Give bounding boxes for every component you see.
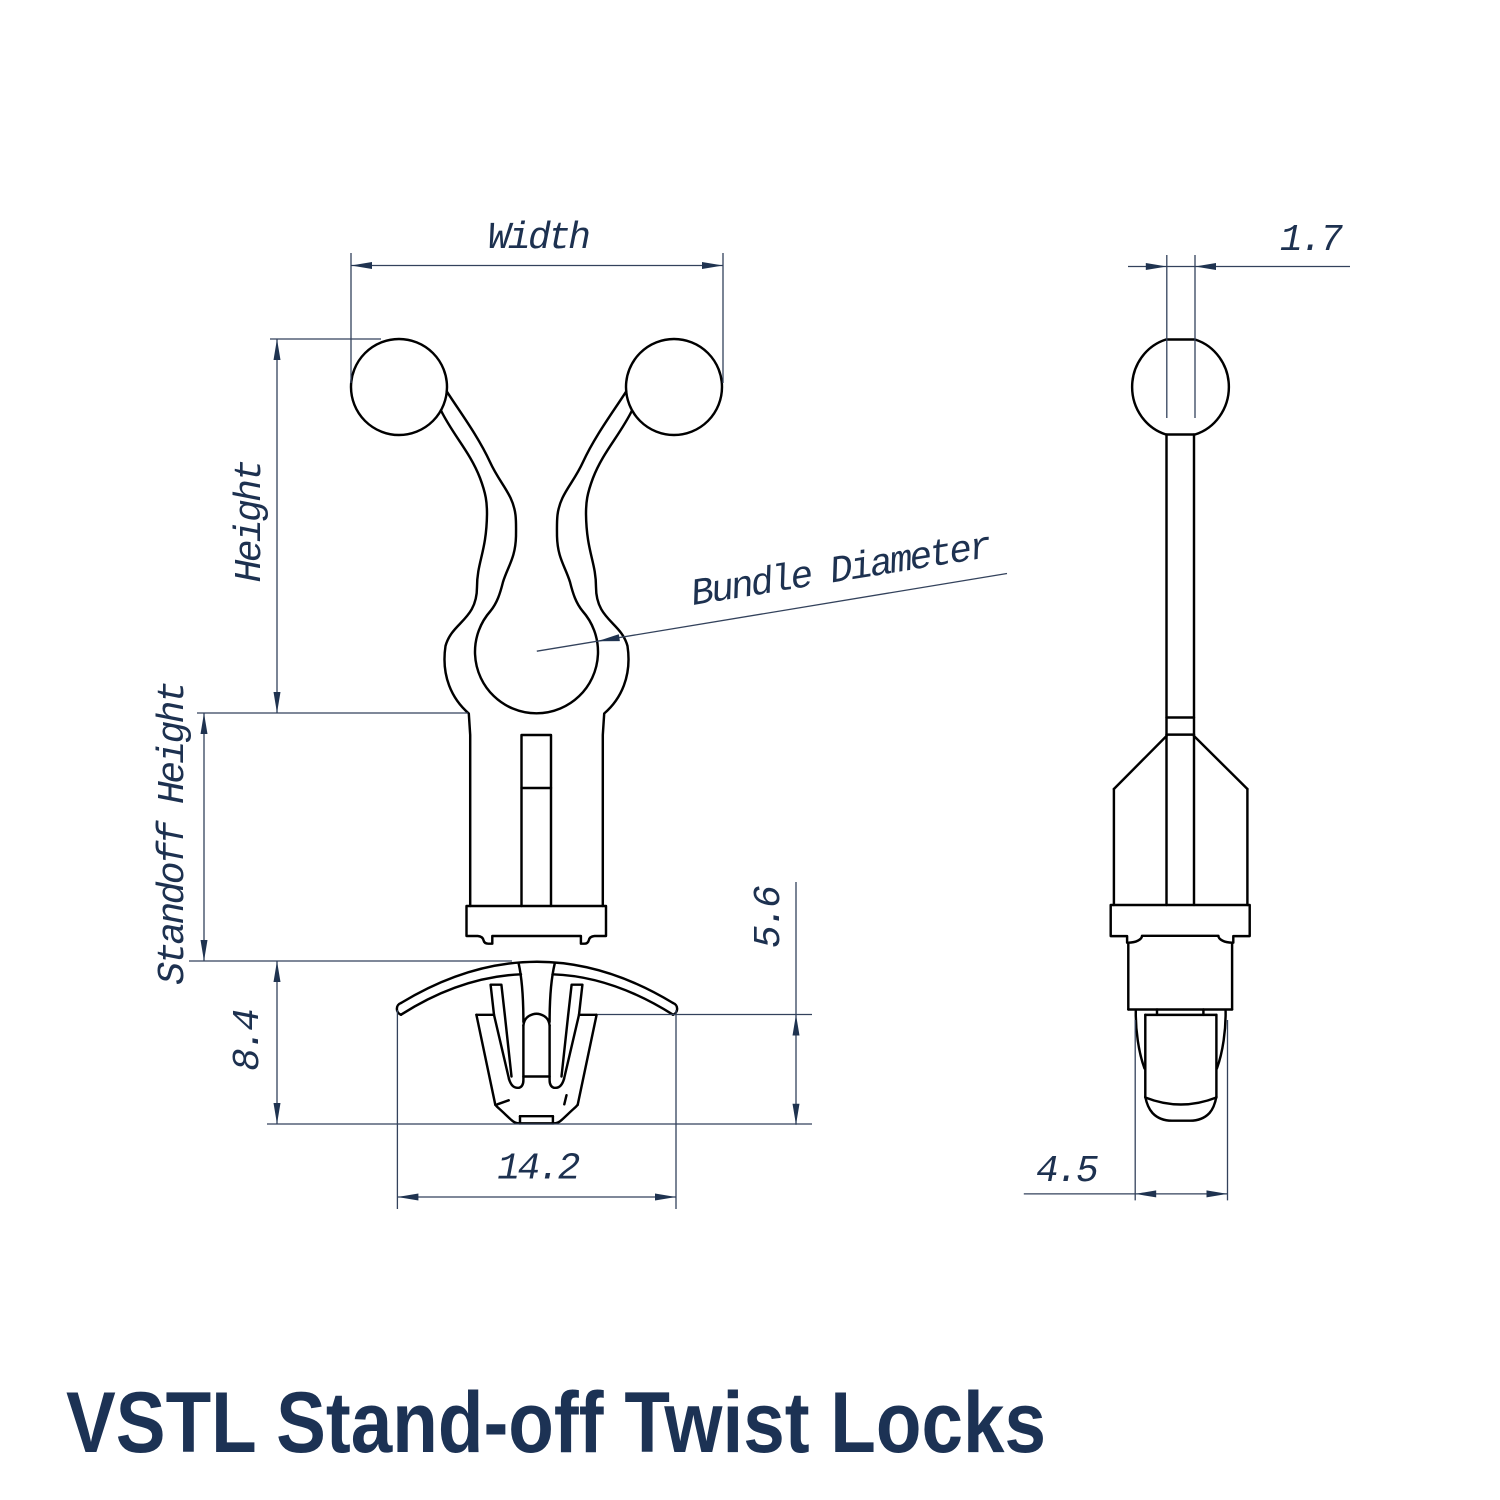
svg-text:Standoff Height: Standoff Height [152,683,195,985]
svg-text:4.5: 4.5 [1036,1150,1098,1193]
svg-text:Width: Width [488,217,589,260]
svg-text:1.7: 1.7 [1280,219,1343,262]
svg-text:8.4: 8.4 [227,1010,270,1071]
svg-text:Height: Height [229,462,272,583]
svg-text:5.6: 5.6 [748,886,791,948]
svg-text:VSTL Stand-off Twist Locks: VSTL Stand-off Twist Locks [66,1375,1046,1471]
svg-text:14.2: 14.2 [497,1147,579,1190]
